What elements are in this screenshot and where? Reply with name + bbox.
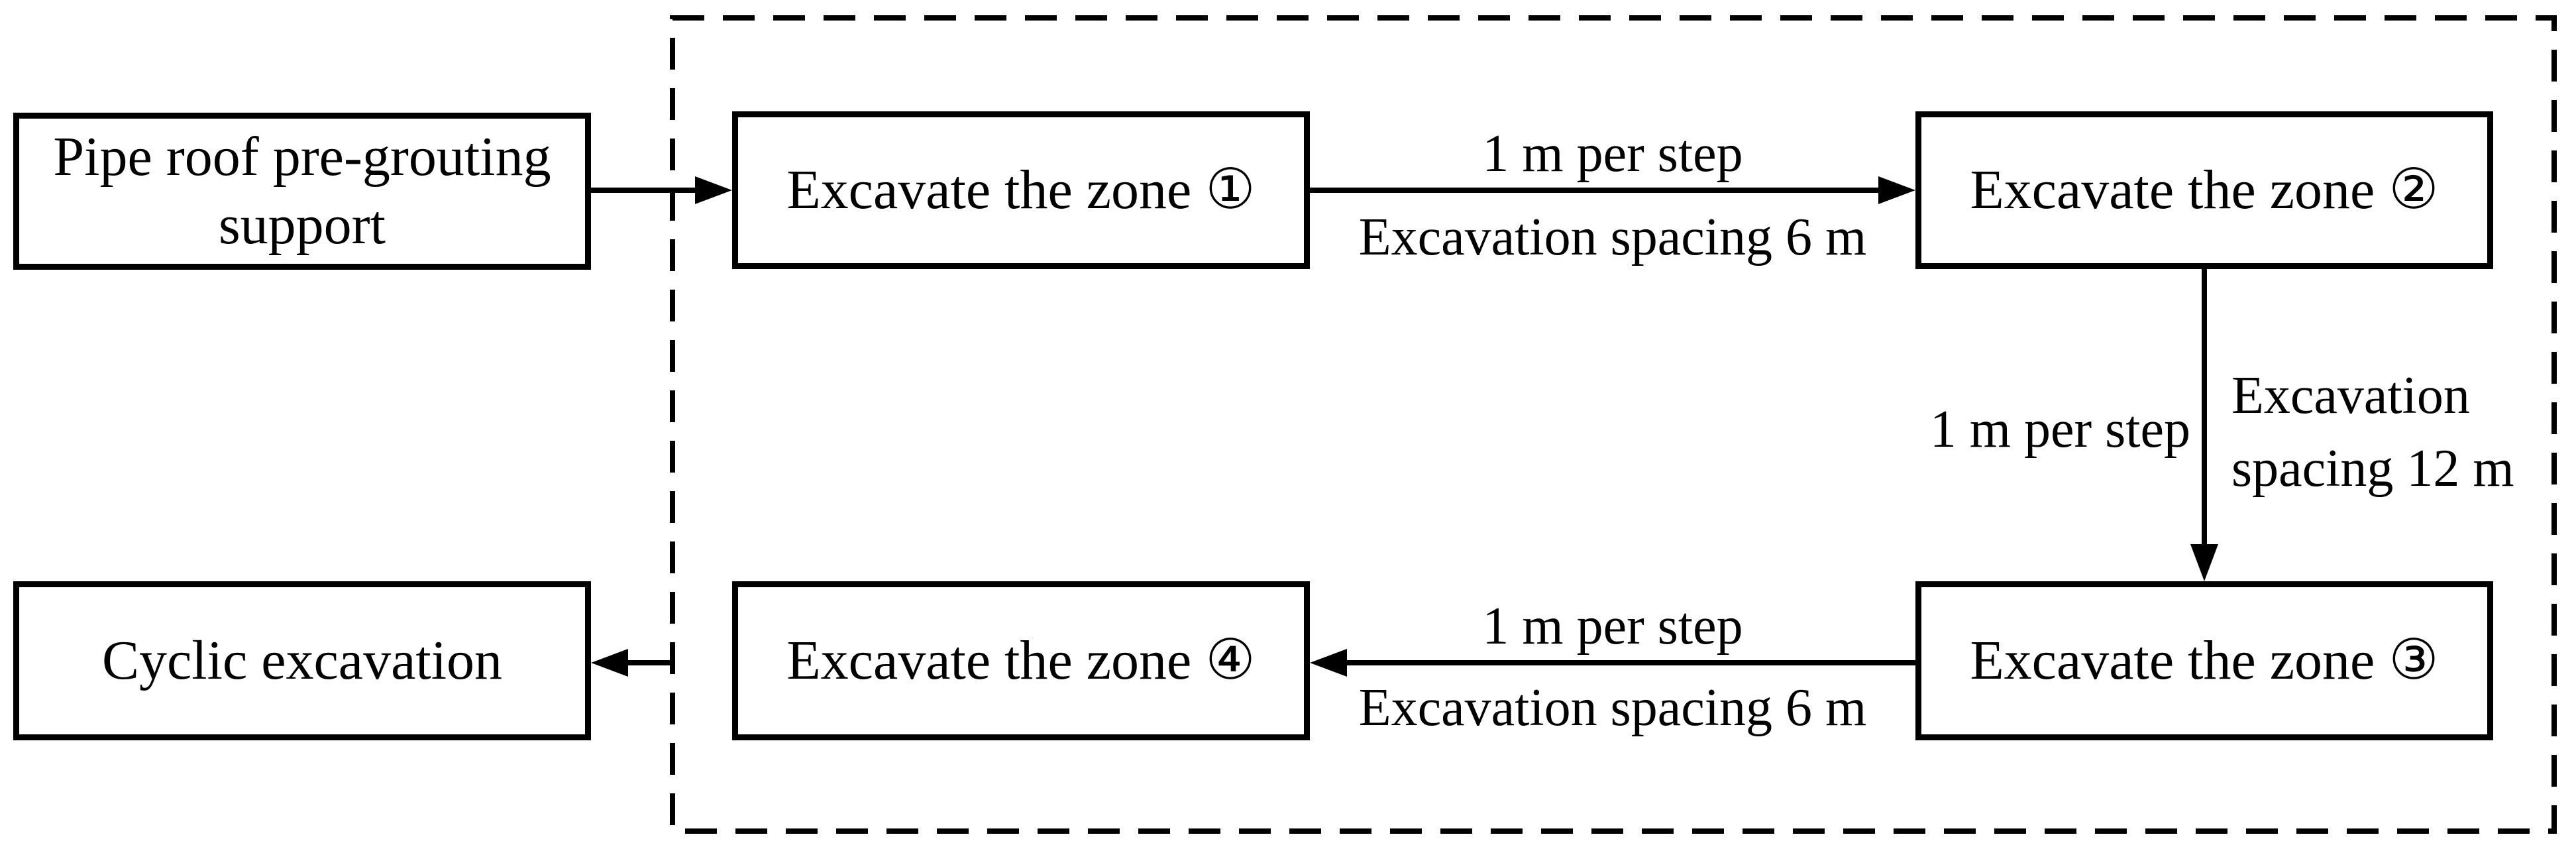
box-excavate-zone-1-label: Excavate the zone ① <box>786 158 1256 221</box>
arrow-boundary-to-cyclic <box>591 649 673 677</box>
edge-label-zone3-zone4-step: 1 m per step <box>1482 597 1743 655</box>
arrow-zone1-to-zone2 <box>1310 176 1915 204</box>
box-pipe-roof-support-label: Pipe roof pre-grouting support <box>53 123 551 259</box>
box-pipe-roof-support: Pipe roof pre-grouting support <box>13 113 591 270</box>
box-cyclic-excavation: Cyclic excavation <box>13 581 591 740</box>
arrow-zone2-to-zone3 <box>2190 269 2218 581</box>
pipe-roof-label-line2: support <box>218 194 386 256</box>
box-cyclic-excavation-label: Cyclic excavation <box>101 629 503 691</box>
box-excavate-zone-4: Excavate the zone ④ <box>732 581 1310 740</box>
box-excavate-zone-3-label: Excavate the zone ③ <box>1970 629 2439 691</box>
cyclic-zone-dashed-boundary <box>670 15 2557 834</box>
box-excavate-zone-2: Excavate the zone ② <box>1915 111 2493 269</box>
edge-label-zone2-zone3-spacing-line1: Excavation <box>2231 367 2470 425</box>
edge-label-zone1-zone2-step: 1 m per step <box>1482 125 1743 183</box>
box-excavate-zone-1: Excavate the zone ① <box>732 111 1310 269</box>
box-excavate-zone-3: Excavate the zone ③ <box>1915 581 2493 740</box>
edge-label-zone1-zone2-spacing: Excavation spacing 6 m <box>1358 208 1867 266</box>
arrow-pipe-roof-to-zone1 <box>591 176 732 204</box>
arrow-zone3-to-zone4 <box>1310 649 1915 677</box>
edge-label-zone3-zone4-spacing: Excavation spacing 6 m <box>1358 679 1867 737</box>
box-excavate-zone-2-label: Excavate the zone ② <box>1970 158 2439 221</box>
edge-label-zone2-zone3-spacing: Excavation spacing 12 m <box>2231 359 2514 506</box>
edge-label-zone2-zone3-step: 1 m per step <box>1929 400 2190 459</box>
pipe-roof-label-line1: Pipe roof pre-grouting <box>53 126 551 188</box>
box-excavate-zone-4-label: Excavate the zone ④ <box>786 629 1256 691</box>
edge-label-zone2-zone3-spacing-line2: spacing 12 m <box>2231 439 2514 498</box>
